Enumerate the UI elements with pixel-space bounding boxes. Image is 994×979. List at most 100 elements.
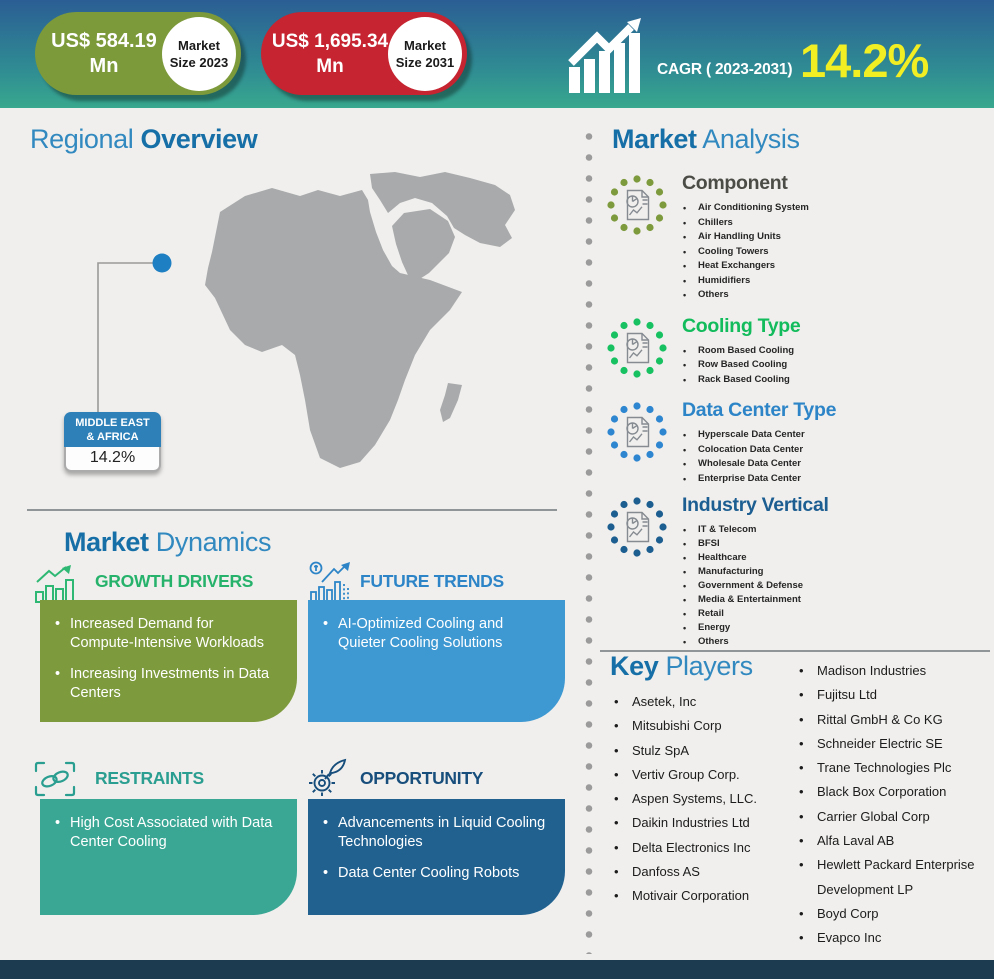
- list-item: Delta Electronics Inc: [612, 836, 790, 861]
- report-document-icon: [606, 401, 668, 463]
- vertical-dotted-divider: [585, 126, 593, 954]
- list-item: AI-Optimized Cooling and Quieter Cooling…: [323, 615, 549, 653]
- region-marker-dot: [152, 253, 172, 273]
- opportunity-box: Advancements in Liquid Cooling Technolog…: [308, 799, 565, 915]
- list-item: Carrier Global Corp: [797, 805, 993, 830]
- future-trends-list: AI-Optimized Cooling and Quieter Cooling…: [323, 615, 549, 653]
- list-item: Evapco Inc: [797, 926, 993, 951]
- component-heading: Component: [682, 172, 788, 194]
- regional-overview-title: Regional Overview: [30, 124, 258, 154]
- cagr-value: 14.2%: [800, 34, 929, 87]
- list-item: Danfoss AS: [612, 860, 790, 885]
- list-item: Alfa Laval AB: [797, 829, 993, 854]
- growth-drivers-box: Increased Demand for Compute-Intensive W…: [40, 600, 297, 722]
- list-item: Energy: [682, 621, 829, 635]
- list-item: Room Based Cooling: [682, 344, 800, 359]
- growth-chart-icon: [568, 18, 641, 93]
- list-item: Motivair Corporation: [612, 884, 790, 909]
- key-players-column-2: Madison IndustriesFujitsu LtdRittal GmbH…: [797, 659, 993, 951]
- list-item: Rack Based Cooling: [682, 373, 800, 388]
- list-item: Mitsubishi Corp: [612, 714, 790, 739]
- future-trends-heading: FUTURE TRENDS: [360, 571, 504, 591]
- report-document-icon: [606, 496, 668, 558]
- list-item: Trane Technologies Plc: [797, 756, 993, 781]
- industry-vertical-heading: Industry Vertical: [682, 494, 829, 516]
- list-item: Vertiv Group Corp.: [612, 763, 790, 788]
- list-item: Advancements in Liquid Cooling Technolog…: [323, 814, 549, 852]
- restraints-icon: [34, 761, 76, 797]
- market-analysis-title: Market Analysis: [612, 124, 800, 154]
- list-item: Stulz SpA: [612, 739, 790, 764]
- industry-vertical-list: IT & TelecomBFSIHealthcareManufacturingG…: [682, 523, 829, 649]
- growth-drivers-list: Increased Demand for Compute-Intensive W…: [55, 615, 281, 703]
- list-item: Row Based Cooling: [682, 358, 800, 373]
- opportunity-heading: OPPORTUNITY: [360, 768, 484, 788]
- list-item: Others: [682, 288, 809, 303]
- region-callout: MIDDLE EAST & AFRICA 14.2%: [64, 412, 161, 472]
- component-section: Component Air Conditioning SystemChiller…: [600, 172, 992, 303]
- key-players-column-1: Asetek, IncMitsubishi CorpStulz SpAVerti…: [612, 690, 790, 909]
- growth-drivers-heading: GROWTH DRIVERS: [95, 571, 254, 591]
- cooling-type-heading: Cooling Type: [682, 314, 801, 337]
- opportunity-icon: [309, 758, 347, 796]
- restraints-list: High Cost Associated with Data Center Co…: [55, 814, 281, 852]
- list-item: Retail: [682, 607, 829, 621]
- list-item: IT & Telecom: [682, 523, 829, 537]
- key-players-divider: [600, 650, 990, 652]
- data-center-type-heading: Data Center Type: [682, 399, 837, 421]
- report-document-icon: [606, 317, 668, 379]
- left-section-divider: [27, 509, 557, 511]
- key-players-title: Key Players: [610, 651, 753, 681]
- list-item: Government & Defense: [682, 579, 829, 593]
- opportunity-list: Advancements in Liquid Cooling Technolog…: [323, 814, 549, 883]
- list-item: Cooling Towers: [682, 245, 809, 260]
- list-item: Healthcare: [682, 551, 829, 565]
- list-item: Data Center Cooling Robots: [323, 864, 549, 883]
- list-item: Black Box Corporation: [797, 780, 993, 805]
- cagr-label: CAGR ( 2023-2031): [657, 61, 793, 78]
- region-callout-header: MIDDLE EAST & AFRICA: [64, 412, 161, 447]
- list-item: Madison Industries: [797, 659, 993, 684]
- list-item: Hyperscale Data Center: [682, 428, 836, 443]
- list-item: Fujitsu Ltd: [797, 683, 993, 708]
- list-item: Others: [682, 635, 829, 649]
- data-center-type-section: Data Center Type Hyperscale Data CenterC…: [600, 399, 992, 486]
- list-item: Schneider Electric SE: [797, 732, 993, 757]
- list-item: Heat Exchangers: [682, 259, 809, 274]
- list-item: Wholesale Data Center: [682, 457, 836, 472]
- list-item: High Cost Associated with Data Center Co…: [55, 814, 281, 852]
- component-list: Air Conditioning SystemChillersAir Handl…: [682, 201, 809, 303]
- restraints-heading: RESTRAINTS: [95, 768, 204, 788]
- footer-bar: [0, 960, 994, 979]
- list-item: Enterprise Data Center: [682, 472, 836, 487]
- list-item: Aspen Systems, LLC.: [612, 787, 790, 812]
- list-item: BFSI: [682, 537, 829, 551]
- list-item: Chillers: [682, 216, 809, 231]
- list-item: Colocation Data Center: [682, 443, 836, 458]
- growth-drivers-icon: [35, 565, 74, 603]
- list-item: Asetek, Inc: [612, 690, 790, 715]
- market-analysis-column: Component Air Conditioning SystemChiller…: [600, 172, 992, 649]
- data-center-type-list: Hyperscale Data CenterColocation Data Ce…: [682, 428, 836, 486]
- region-callout-value: 14.2%: [64, 447, 161, 472]
- list-item: Increasing Investments in Data Centers: [55, 665, 281, 703]
- list-item: Media & Entertainment: [682, 593, 829, 607]
- cooling-type-list: Room Based CoolingRow Based CoolingRack …: [682, 344, 800, 388]
- industry-vertical-section: Industry Vertical IT & TelecomBFSIHealth…: [600, 494, 992, 649]
- list-item: Manufacturing: [682, 565, 829, 579]
- future-trends-box: AI-Optimized Cooling and Quieter Cooling…: [308, 600, 565, 722]
- cooling-type-section: Cooling Type Room Based CoolingRow Based…: [600, 315, 992, 388]
- africa-middle-east-map: [97, 172, 515, 468]
- list-item: Boyd Corp: [797, 902, 993, 927]
- list-item: Increased Demand for Compute-Intensive W…: [55, 615, 281, 653]
- list-item: Air Conditioning System: [682, 201, 809, 216]
- future-trends-icon: [309, 561, 350, 603]
